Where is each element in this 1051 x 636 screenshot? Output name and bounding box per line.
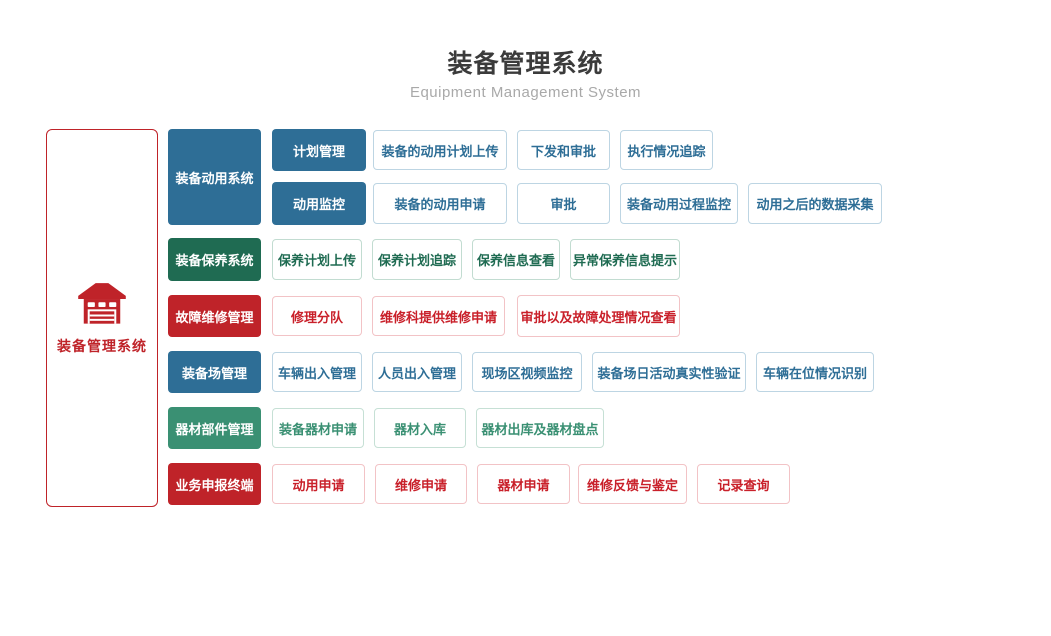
group-fault-repair-management: 故障维修管理 (168, 295, 261, 337)
item-material-outbound-and-inventory: 器材出库及器材盘点 (476, 408, 604, 448)
item-site-video-surveillance: 现场区视频监控 (472, 352, 582, 392)
item-equipment-material-application: 装备器材申请 (272, 408, 364, 448)
item-usage-plan-upload: 装备的动用计划上传 (373, 130, 507, 170)
item-approval-and-fault-handling-view: 审批以及故障处理情况查看 (517, 295, 680, 337)
page-subtitle: Equipment Management System (409, 84, 642, 101)
subgroup-usage-monitoring: 动用监控 (272, 182, 366, 225)
item-maintenance-plan-upload: 保养计划上传 (272, 239, 362, 280)
item-yard-daily-activity-verification: 装备场日活动真实性验证 (592, 352, 746, 392)
group-business-declaration-terminal: 业务申报终端 (168, 463, 261, 505)
page-title: 装备管理系统 (447, 50, 604, 78)
warehouse-icon (78, 283, 126, 324)
item-maintenance-info-view: 保养信息查看 (472, 239, 560, 280)
item-repair-dept-application: 维修科提供维修申请 (372, 296, 505, 336)
item-execution-tracking: 执行情况追踪 (620, 130, 713, 170)
item-repair-squad: 修理分队 (272, 296, 362, 336)
item-post-usage-data-collection: 动用之后的数据采集 (748, 183, 882, 224)
group-material-parts-management: 器材部件管理 (168, 407, 261, 449)
item-issue-and-approval: 下发和审批 (517, 130, 610, 170)
item-material-request: 器材申请 (477, 464, 570, 504)
item-maintenance-plan-tracking: 保养计划追踪 (372, 239, 462, 280)
item-vehicle-in-place-recognition: 车辆在位情况识别 (756, 352, 874, 392)
item-record-query: 记录查询 (697, 464, 790, 504)
item-approval: 审批 (517, 183, 610, 224)
group-equipment-yard-management: 装备场管理 (168, 351, 261, 393)
subgroup-plan-management: 计划管理 (272, 129, 366, 171)
root-node-label: 装备管理系统 (57, 338, 147, 354)
item-usage-request: 动用申请 (272, 464, 365, 504)
item-personnel-access-management: 人员出入管理 (372, 352, 462, 392)
item-repair-feedback-and-appraisal: 维修反馈与鉴定 (578, 464, 687, 504)
item-repair-request: 维修申请 (375, 464, 467, 504)
group-equipment-maintenance-system: 装备保养系统 (168, 238, 261, 281)
item-vehicle-access-management: 车辆出入管理 (272, 352, 362, 392)
group-equipment-usage-system: 装备动用系统 (168, 129, 261, 225)
item-abnormal-maintenance-alert: 异常保养信息提示 (570, 239, 680, 280)
item-usage-process-monitoring: 装备动用过程监控 (620, 183, 738, 224)
root-node-equipment-management-system: 装备管理系统 (46, 129, 158, 507)
item-usage-application: 装备的动用申请 (373, 183, 507, 224)
item-material-warehousing: 器材入库 (374, 408, 466, 448)
